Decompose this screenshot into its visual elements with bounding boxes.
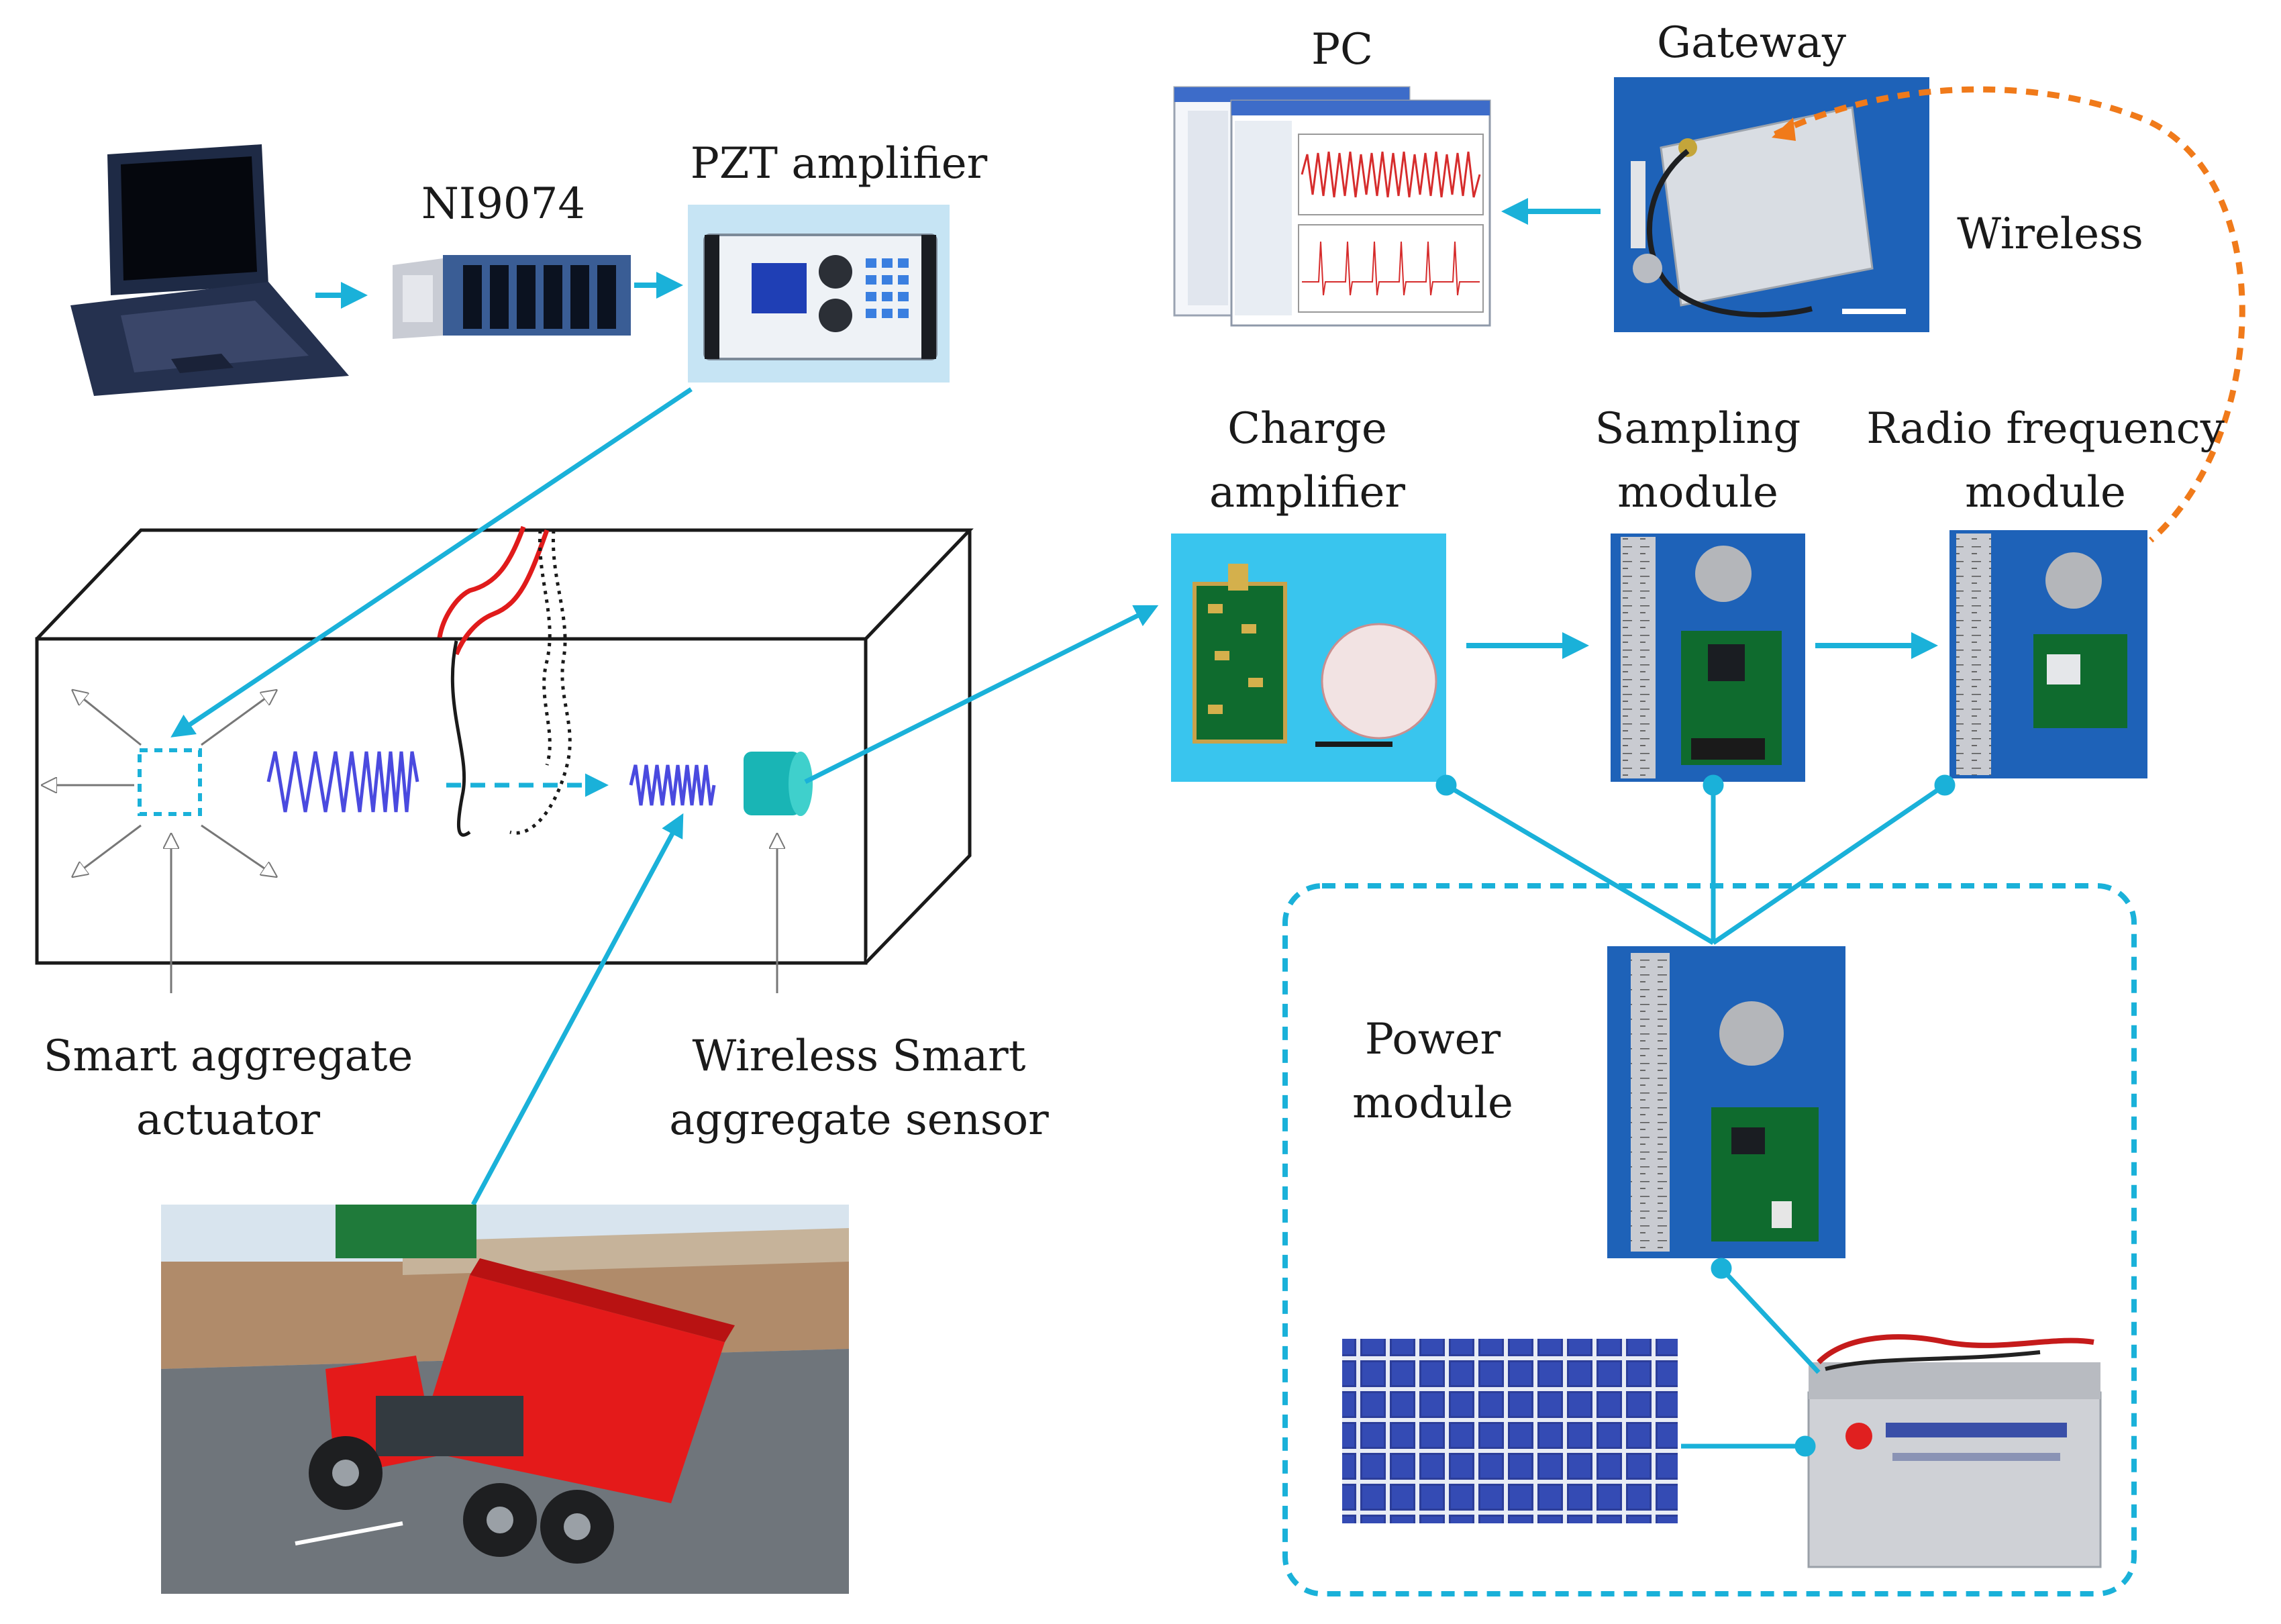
- pc-screens: [1173, 86, 1491, 327]
- label-actuator-2: actuator: [136, 1095, 320, 1145]
- label-gateway: Gateway: [1657, 18, 1846, 68]
- smart-aggregate-actuator: [138, 748, 202, 816]
- label-rf-module-2: module: [1965, 468, 2126, 517]
- crack-black: [450, 640, 471, 837]
- gateway-device: [1614, 77, 1929, 332]
- crack-dotted-2: [538, 529, 552, 766]
- label-actuator-1: Smart aggregate: [44, 1031, 413, 1081]
- dump-truck-scene: [161, 1205, 849, 1594]
- label-sampling-module-1: Sampling: [1595, 404, 1801, 454]
- concrete-beam: [35, 528, 974, 965]
- received-wave: [629, 764, 716, 806]
- wireless-link-arrowhead: [1772, 117, 1796, 141]
- charge-amplifier-board: [1171, 534, 1446, 782]
- label-pzt-amplifier: PZT amplifier: [691, 139, 988, 189]
- emitted-wave: [266, 751, 419, 813]
- pzt-amplifier-device: [688, 205, 950, 383]
- arrow-pzt-to-actuator: [170, 387, 693, 738]
- label-charge-amplifier-2: amplifier: [1209, 468, 1405, 517]
- ni9074-daq: [393, 255, 631, 339]
- power-connectors: [1435, 774, 1956, 946]
- wireless-link: [1774, 86, 2245, 543]
- label-power-module-2: module: [1352, 1078, 1513, 1128]
- label-charge-amplifier-1: Charge: [1227, 404, 1387, 454]
- actuator-emission-arrows: [44, 691, 275, 876]
- power-system-boundary: [1282, 883, 2137, 1596]
- label-ni9074: NI9074: [421, 179, 585, 229]
- label-sensor-1: Wireless Smart: [693, 1031, 1026, 1081]
- arrow-truck-to-beam: [470, 813, 684, 1206]
- label-pointers: [171, 835, 777, 993]
- solar-battery-links: [1681, 1258, 1821, 1457]
- label-rf-module-1: Radio frequency: [1866, 404, 2225, 454]
- wireless-smart-aggregate-sensor: [744, 752, 813, 816]
- radio-frequency-module-board: [1949, 530, 2147, 778]
- arrow-sensor-to-charge: [804, 605, 1159, 784]
- crack-dotted: [509, 529, 572, 835]
- crack-red: [437, 525, 526, 638]
- label-power-module-1: Power: [1365, 1015, 1501, 1064]
- solar-panel: [1342, 1339, 1678, 1523]
- battery: [1807, 1334, 2102, 1568]
- label-sampling-module-2: module: [1617, 468, 1778, 517]
- label-sensor-2: aggregate sensor: [669, 1095, 1049, 1145]
- label-pc: PC: [1311, 25, 1373, 74]
- power-module-board: [1607, 946, 1845, 1258]
- crack-red-2: [454, 529, 550, 656]
- laptop: [70, 144, 349, 396]
- label-wireless: Wireless: [1957, 209, 2143, 259]
- sampling-module-board: [1611, 534, 1805, 782]
